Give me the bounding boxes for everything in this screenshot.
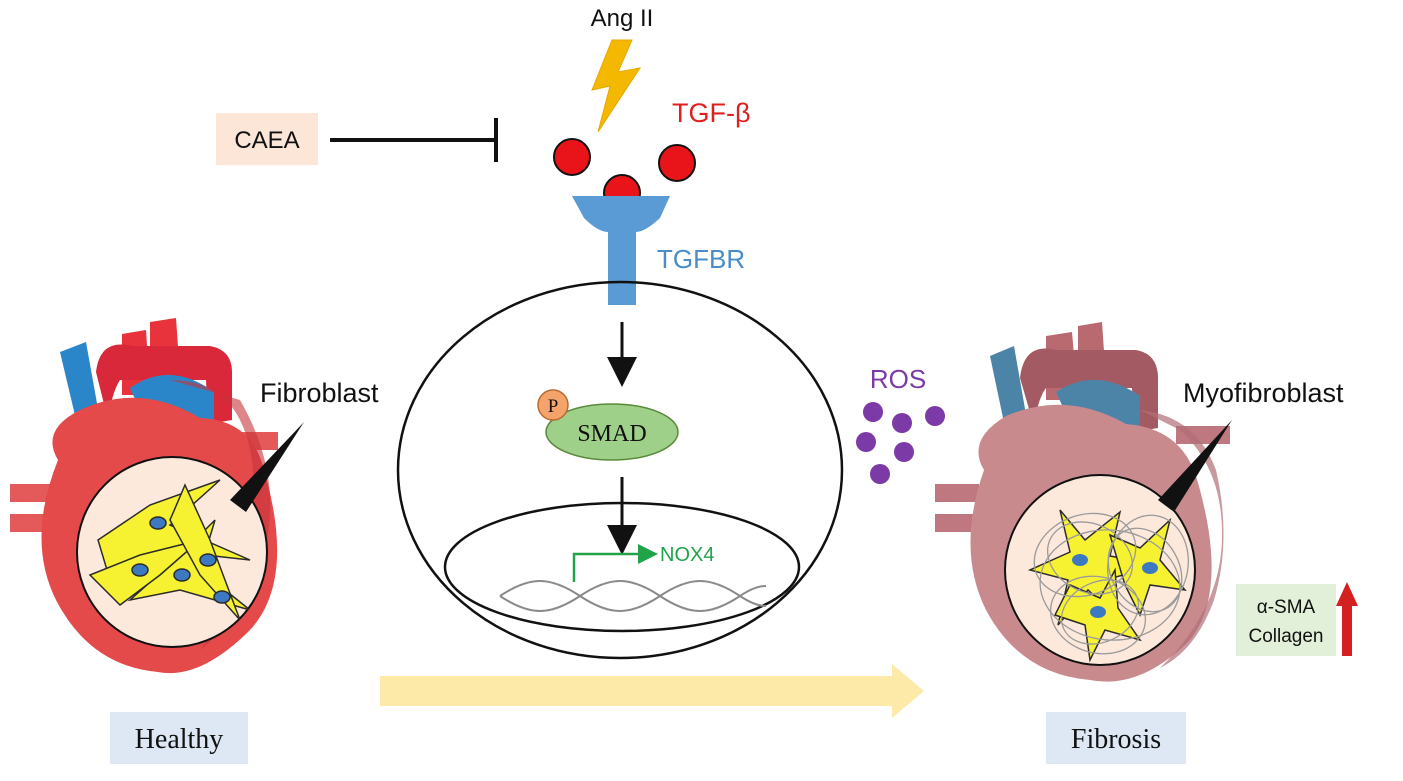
asma-label: α-SMA (1257, 597, 1316, 618)
healthy-label: Healthy (135, 724, 224, 755)
tgfb-ligand (553, 138, 591, 176)
tgfb-ligand (658, 144, 696, 182)
caea-box (216, 113, 318, 165)
smad-protein (545, 403, 679, 461)
cell-membrane (396, 280, 844, 660)
heart-healthy-icon (10, 318, 278, 674)
marker-box (1236, 584, 1336, 656)
fibroblast-label: Fibroblast (260, 378, 379, 408)
nox4-promoter-arrow (572, 544, 658, 582)
smad-label: SMAD (577, 421, 646, 447)
fibrosis-box (1046, 712, 1186, 764)
tgfbr-label: TGFBR (657, 244, 745, 274)
inhibition-icon (330, 118, 498, 162)
myofibroblast-pointer (1158, 420, 1232, 512)
phosphate (537, 389, 569, 421)
tgfb-label: TGF-β (672, 98, 751, 128)
healthy-box (110, 712, 248, 764)
fibrosis-label: Fibrosis (1071, 724, 1161, 755)
heart-fibrotic-icon (935, 322, 1230, 682)
transition-arrow (380, 664, 924, 718)
dna-helix (499, 580, 767, 612)
fibroblast-pointer (230, 422, 304, 512)
nox4-label: NOX4 (660, 544, 714, 566)
ang2-label: Ang II (591, 5, 654, 32)
tgfbr-receptor (572, 196, 670, 305)
caea-label: CAEA (234, 127, 299, 154)
up-arrow-icon (1336, 582, 1358, 656)
phosphate-label: P (548, 396, 559, 417)
ros-particles (856, 402, 945, 484)
collagen-label: Collagen (1249, 626, 1324, 647)
myofibroblast-label: Myofibroblast (1183, 378, 1344, 408)
ros-label: ROS (870, 364, 926, 394)
lightning-icon (591, 39, 642, 133)
